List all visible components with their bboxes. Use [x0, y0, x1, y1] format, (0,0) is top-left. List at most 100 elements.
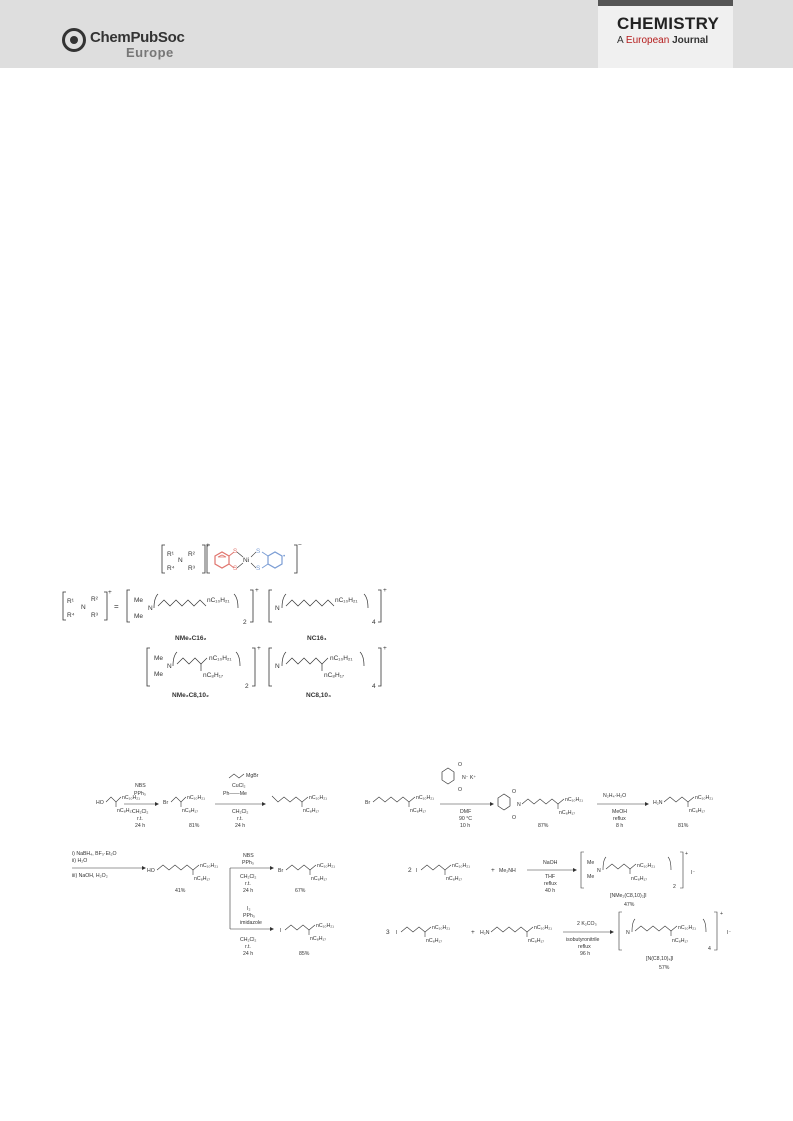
journal-subtitle-a: A: [617, 35, 624, 46]
start-c8: nC₈H₁₇: [117, 808, 133, 814]
step-branch: NBS PPh₃ CH₂Cl₂ r.t. 24 h Br nC₁₀H₂₁ nC₈…: [229, 853, 335, 957]
hb-reagent-2: ii) H₂O: [72, 858, 87, 864]
page-header: ChemPubSoc Europe CHEMISTRY A European J…: [0, 0, 793, 68]
r4-cond-2: reflux: [613, 816, 626, 822]
q2-amine-c8: nC₈H₁₇: [528, 938, 544, 944]
nc810-charge: +: [383, 645, 387, 652]
alcohol2-c8: nC₈H₁₇: [194, 876, 210, 882]
amine-c8: nC₈H₁₇: [689, 808, 705, 814]
r7-reagent-3: imidazole: [240, 920, 262, 926]
phthalimide-prod-o1: O: [512, 789, 516, 795]
sulfur-label-3: S: [256, 548, 261, 555]
q1-plus: +: [491, 867, 495, 874]
def-charge: +: [108, 589, 112, 596]
yield-1: 81%: [189, 823, 200, 829]
label-nme2c16: NMe₂C16₂: [175, 635, 207, 642]
nme2c810-c8: nC₈H₁₇: [203, 672, 223, 679]
p1-charge: +: [685, 851, 688, 857]
journal-title: CHEMISTRY: [617, 14, 720, 33]
hb-reagent-3: iii) NaOH, H₂O₂: [72, 873, 108, 879]
p1-sub: 2: [673, 884, 676, 890]
yield-7: 47%: [624, 902, 635, 908]
anion-charge: −: [298, 542, 302, 549]
r8-cond-2: reflux: [544, 881, 557, 887]
p2-iodide: I⁻: [727, 930, 731, 936]
sulfur-label-1: S: [233, 548, 238, 555]
q2-coef: 3: [386, 929, 390, 936]
yield-2: 87%: [538, 823, 549, 829]
q2-i: I: [396, 930, 397, 936]
nc810-c8: nC₈H₁₇: [324, 672, 344, 679]
nme2c810-me-top: Me: [154, 655, 163, 662]
phthalimide-prod-n: N: [517, 802, 521, 808]
cation-nc810: N nC₁₀H₂₁ nC₈H₁₇ 4 + NC8,10₄: [268, 645, 387, 699]
r9-cond-2: reflux: [578, 944, 591, 950]
yield-5: 67%: [295, 888, 306, 894]
step-gabriel: Br nC₁₀H₂₁ nC₈H₁₇ O O N⁻ K⁺ DMF 90 °C 10…: [365, 762, 583, 829]
r7-cond-1: CH₂Cl₂: [240, 937, 256, 943]
amine-h2n: H₂N: [653, 800, 663, 806]
q2-plus: +: [471, 929, 475, 936]
r6-reagent-1: NBS: [243, 853, 254, 859]
journal-subtitle-journal: Journal: [672, 35, 709, 46]
step-coupling: MgBr CuCl₂ Ph——Me CH₂Cl₂ r.t. 24 h nC₁₀H…: [215, 773, 327, 829]
p1-me-bottom: Me: [587, 874, 594, 880]
r1-cond-1: CH₂Cl₂: [132, 809, 148, 815]
def-n-label: N: [81, 604, 86, 611]
nc16-c10: nC₁₀H₂₁: [335, 597, 358, 604]
sulfur-label-4: S: [256, 565, 261, 572]
def-r1-label: R¹: [67, 598, 75, 605]
alkene-c8: nC₈H₁₇: [303, 808, 319, 814]
r1-reagent-1: NBS: [135, 783, 146, 789]
p1-n: N: [597, 868, 601, 874]
r3-cond-1: DMF: [460, 809, 471, 815]
nme2c16-charge: +: [255, 587, 259, 594]
hb-reagent-1: i) NaBH₄, BF₃·Et₂O: [72, 851, 117, 857]
journal-subtitle-european: European: [625, 35, 670, 46]
r3-label: R³: [188, 565, 196, 572]
q2-h2n: H₂N: [480, 930, 490, 936]
bromide3-c8: nC₈H₁₇: [311, 876, 327, 882]
def-r3-label: R³: [91, 612, 99, 619]
q1-c8: nC₈H₁₇: [446, 876, 462, 882]
r9-cond-1: isobutyronitrile: [566, 937, 600, 943]
r7-reagent-2: PPh₃: [243, 913, 255, 919]
yield-3: 81%: [678, 823, 689, 829]
p2-charge: +: [720, 911, 723, 917]
def-r2-label: R²: [91, 596, 99, 603]
r3-cond-3: 10 h: [460, 823, 470, 829]
r4-label: R⁴: [167, 565, 175, 572]
nme2c16-n: N: [148, 605, 153, 612]
r1-label: R¹: [167, 551, 175, 558]
alcohol2-ho: HO: [147, 868, 155, 874]
alkene-c10: nC₁₀H₂₁: [309, 795, 327, 801]
r1-cond-3: 24 h: [135, 823, 145, 829]
r1-cond-2: r.t.: [137, 816, 143, 822]
alcohol2-c10: nC₁₀H₂₁: [200, 863, 218, 869]
sulfur-label-2: S: [233, 565, 238, 572]
r2-label: R²: [188, 551, 196, 558]
cucl2-label: CuCl₂: [232, 783, 246, 789]
r4-cond-3: 8 h: [616, 823, 623, 829]
q2-amine-c10: nC₁₀H₂₁: [534, 925, 552, 931]
p1-iodide: I⁻: [691, 870, 695, 876]
def-r4-label: R⁴: [67, 612, 75, 619]
cation-nme2c16: Me Me N nC₁₀H₂₁ 2 + NMe₂C16₂: [126, 587, 259, 642]
r4-cond-1: MeOH: [612, 809, 627, 815]
phthalimide-prod-o2: O: [512, 815, 516, 821]
r7-cond-2: r.t.: [245, 944, 251, 950]
r6-cond-3: 24 h: [243, 888, 253, 894]
nme2c810-c10: nC₁₀H₂₁: [209, 655, 232, 662]
label-nc810: NC8,10₄: [306, 692, 331, 699]
start-ho: HO: [96, 800, 104, 806]
p1-c8: nC₈H₁₇: [631, 876, 647, 882]
r9-cond-3: 96 h: [580, 951, 590, 957]
p1-me-top: Me: [587, 860, 594, 866]
bromide2-c8: nC₈H₁₇: [410, 808, 426, 814]
bromide3-br: Br: [278, 868, 283, 874]
r7-reagent-1: I₂: [247, 906, 250, 912]
phthalimide-o-bottom: O: [458, 787, 462, 793]
nc16-n: N: [275, 605, 280, 612]
label-nc16: NC16₄: [307, 635, 327, 642]
